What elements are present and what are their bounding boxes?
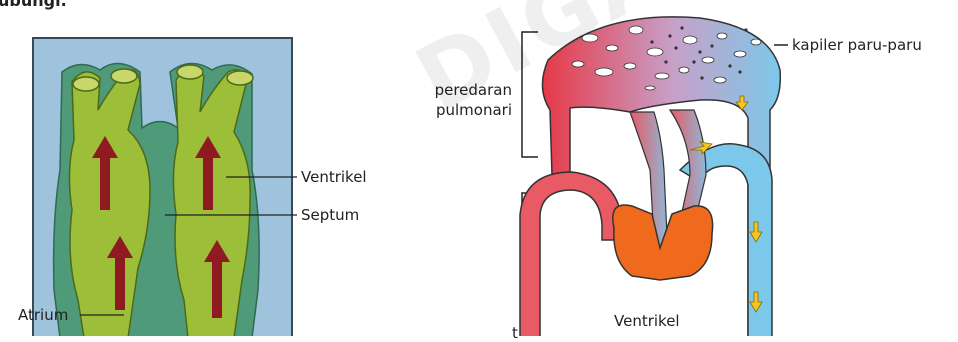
label-cut-text: t xyxy=(512,324,518,342)
vessel-opening-1 xyxy=(73,77,99,91)
label-ventrikel-right: Ventrikel xyxy=(614,312,680,330)
label-septum: Septum xyxy=(301,206,359,224)
systemic-artery xyxy=(520,172,622,336)
label-kapiler-paru-paru: kapiler paru-paru xyxy=(792,36,922,54)
label-atrium: Atrium xyxy=(18,306,68,324)
vessel-opening-4 xyxy=(227,71,253,85)
vessel-opening-2 xyxy=(111,69,137,83)
vessel-opening-3 xyxy=(177,65,203,79)
left-heart-diagram xyxy=(33,38,297,336)
label-ventrikel-left: Ventrikel xyxy=(301,168,367,186)
